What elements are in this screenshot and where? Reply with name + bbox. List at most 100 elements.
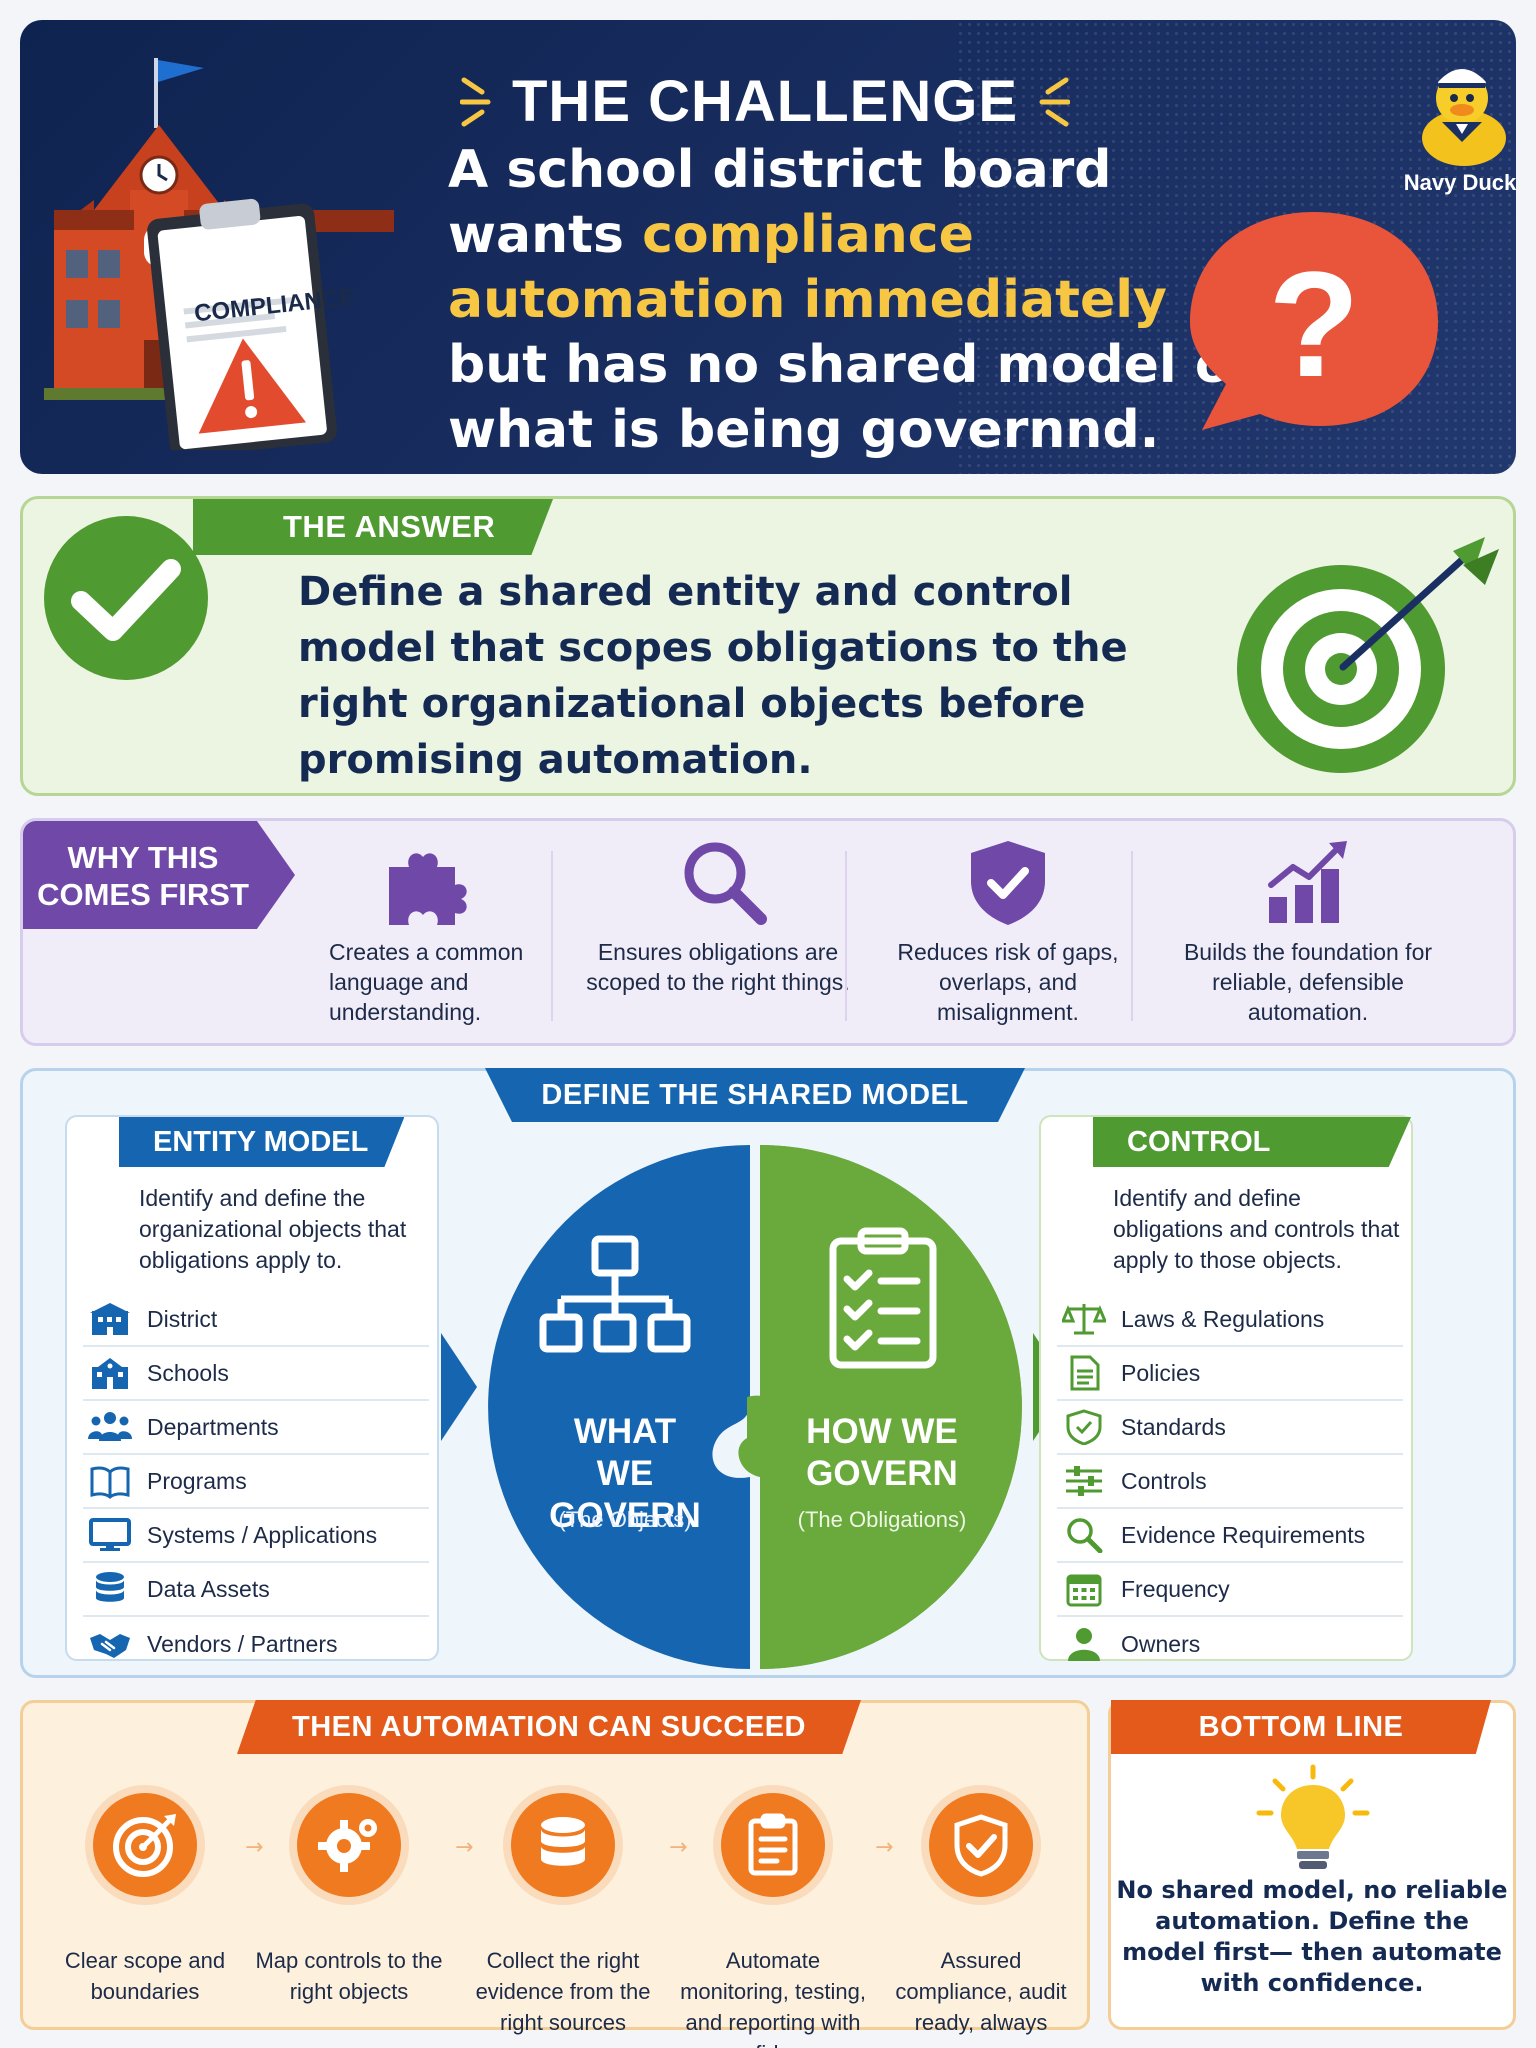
shared-model-tab-label: DEFINE THE SHARED MODEL xyxy=(541,1079,969,1111)
school-icon xyxy=(83,1353,137,1393)
shared-model-tab: DEFINE THE SHARED MODEL xyxy=(485,1068,1025,1122)
control-item-label: Owners xyxy=(1121,1630,1201,1657)
why-item: Creates a common language and understand… xyxy=(313,821,543,1043)
control-item-label: Standards xyxy=(1121,1413,1226,1440)
list-item: Controls xyxy=(1057,1455,1403,1509)
step-arrow: → xyxy=(875,1835,894,1860)
target-icon xyxy=(93,1793,197,1897)
gears-icon xyxy=(297,1793,401,1897)
challenge-title: THE CHALLENGE xyxy=(512,69,1018,134)
challenge-text: A school district board wants compliance… xyxy=(448,138,1268,463)
why-item-text: Ensures obligations are scoped to the ri… xyxy=(586,939,850,995)
entity-model-card: ENTITY MODEL Identify and define the org… xyxy=(65,1115,439,1661)
challenge-banner: COMPLIANCE THE CHALLENGE A school distri… xyxy=(20,20,1516,474)
building-icon xyxy=(83,1299,137,1339)
challenge-title-row: THE CHALLENGE xyxy=(460,68,1070,135)
answer-text: Define a shared entity and control model… xyxy=(298,569,1128,783)
target-arrow-icon xyxy=(1237,537,1499,773)
step-arrow: → xyxy=(455,1835,474,1860)
why-divider xyxy=(551,851,553,1021)
why-item: Reduces risk of gaps, overlaps, and misa… xyxy=(873,821,1143,1043)
list-item: Departments xyxy=(83,1401,429,1455)
automation-step: Collect the right evidence from the righ… xyxy=(463,1793,663,2038)
list-item: Systems / Applications xyxy=(83,1509,429,1563)
search-icon xyxy=(1057,1515,1111,1555)
entity-item-label: District xyxy=(147,1305,218,1332)
sliders-icon xyxy=(1057,1461,1111,1501)
scales-icon xyxy=(1057,1299,1111,1339)
why-divider xyxy=(1131,851,1133,1021)
how-we-govern-sub: (The Obligations) xyxy=(797,1507,967,1532)
school-building-icon xyxy=(44,58,394,450)
step-arrow: → xyxy=(245,1835,264,1860)
list-item: Owners xyxy=(1057,1617,1403,1671)
shield-icon xyxy=(1057,1407,1111,1447)
control-list: Laws & Regulations Policies Standards Co… xyxy=(1057,1293,1403,1671)
what-we-govern-sub: (The Objects) xyxy=(558,1507,692,1532)
shield-check-icon xyxy=(929,1793,1033,1897)
checklist-clipboard-icon xyxy=(829,1227,937,1369)
people-icon xyxy=(83,1407,137,1447)
magnifier-icon xyxy=(684,842,767,925)
automation-step: Clear scope and boundaries xyxy=(45,1793,245,2007)
control-item-label: Frequency xyxy=(1121,1575,1230,1602)
automation-step: Assured compliance, audit ready, always xyxy=(881,1793,1081,2038)
control-model-title: CONTROL MODEL xyxy=(1093,1117,1411,1167)
answer-panel: THE ANSWER Define a shared entity and co… xyxy=(20,496,1516,796)
entity-list: District Schools Departments Programs Sy… xyxy=(83,1293,429,1671)
book-icon xyxy=(83,1461,137,1501)
why-item: Ensures obligations are scoped to the ri… xyxy=(583,821,853,1043)
control-model-desc: Identify and define obligations and cont… xyxy=(1113,1185,1400,1273)
automation-step-text: Collect the right evidence from the righ… xyxy=(475,1948,651,2035)
step-arrow: → xyxy=(669,1835,688,1860)
bottom-line-panel: BOTTOM LINE No shared model, no reliable… xyxy=(1108,1700,1516,2030)
database-icon xyxy=(83,1569,137,1609)
why-tab-label: WHY THIS COMES FIRST xyxy=(37,840,249,912)
arrow-right-blue xyxy=(441,1333,477,1441)
lightbulb-icon xyxy=(1256,1764,1370,1869)
entity-item-label: Data Assets xyxy=(147,1575,270,1602)
entity-item-label: Programs xyxy=(147,1467,247,1494)
automation-step-text: Clear scope and boundaries xyxy=(64,1948,226,2004)
clipboard-icon xyxy=(721,1793,825,1897)
control-item-label: Laws & Regulations xyxy=(1121,1305,1325,1332)
puzzle-icon xyxy=(389,853,467,925)
mascot-label: Navy Duck xyxy=(1403,170,1516,195)
org-chart-icon xyxy=(539,1235,691,1353)
why-panel: WHY THIS COMES FIRST Creates a common la… xyxy=(20,818,1516,1046)
challenge-text-highlight: compliance automation immediately xyxy=(448,205,1167,330)
duck-mascot-icon xyxy=(1422,69,1506,166)
control-model-card: CONTROL MODEL Identify and define obliga… xyxy=(1039,1115,1413,1661)
automation-tab-label: THEN AUTOMATION CAN SUCCEED xyxy=(291,1711,807,1743)
shared-model-panel: DEFINE THE SHARED MODEL ENTITY MODEL Ide… xyxy=(20,1068,1516,1678)
entity-model-title: ENTITY MODEL xyxy=(119,1117,405,1167)
bottom-line-text: No shared model, no reliable automation.… xyxy=(1116,1876,1508,1997)
list-item: Data Assets xyxy=(83,1563,429,1617)
shield-check-icon xyxy=(971,841,1045,925)
control-item-label: Evidence Requirements xyxy=(1121,1521,1366,1548)
list-item: Frequency xyxy=(1057,1563,1403,1617)
entity-item-label: Systems / Applications xyxy=(147,1521,378,1548)
growth-chart-icon xyxy=(1268,841,1347,923)
svg-text:?: ? xyxy=(1268,240,1360,408)
why-item-text: Reduces risk of gaps, overlaps, and misa… xyxy=(897,939,1119,1025)
list-item: District xyxy=(83,1293,429,1347)
automation-step-text: Automate monitoring, testing, and report… xyxy=(680,1948,866,2048)
list-item: Schools xyxy=(83,1347,429,1401)
bottom-line-tab-label: BOTTOM LINE xyxy=(1198,1711,1404,1743)
list-item: Evidence Requirements xyxy=(1057,1509,1403,1563)
question-bubble-icon: ? xyxy=(1190,212,1438,430)
control-item-label: Controls xyxy=(1121,1467,1207,1494)
handshake-icon xyxy=(83,1624,137,1664)
database-icon xyxy=(511,1793,615,1897)
entity-item-label: Departments xyxy=(147,1413,279,1440)
control-item-label: Policies xyxy=(1121,1359,1201,1386)
automation-step: Automate monitoring, testing, and report… xyxy=(673,1793,873,2048)
checkmark-icon xyxy=(44,516,208,680)
what-we-govern-title: WHAT WE GOVERN xyxy=(549,1412,701,1535)
automation-step: Map controls to the right objects xyxy=(249,1793,449,2007)
list-item: Laws & Regulations xyxy=(1057,1293,1403,1347)
entity-item-label: Vendors / Partners xyxy=(147,1630,338,1657)
answer-tab-label: THE ANSWER xyxy=(283,509,496,544)
person-icon xyxy=(1057,1624,1111,1664)
